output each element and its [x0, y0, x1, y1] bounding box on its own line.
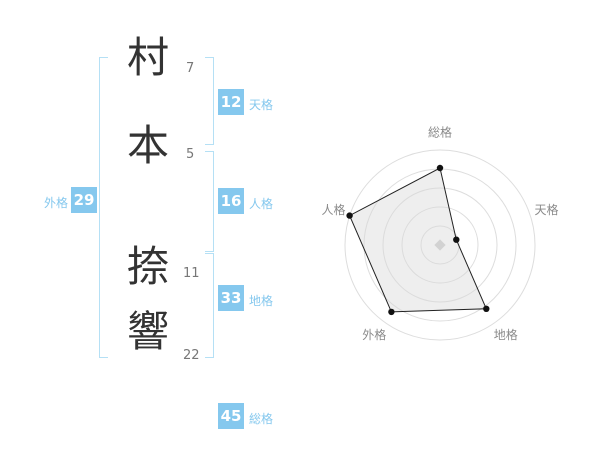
stroke-count-4: 22: [183, 348, 200, 363]
jinkaku-value-badge: 16: [218, 188, 244, 214]
tenkaku-bracket: [205, 57, 214, 145]
radar-axis-label: 地格: [494, 327, 518, 342]
soukaku-label: 総格: [249, 412, 274, 426]
jinkaku-bracket: [205, 151, 214, 252]
chikaku-bracket: [205, 253, 214, 358]
radar-ring: [382, 187, 498, 303]
jinkaku-label: 人格: [249, 197, 274, 211]
radar-point: [346, 212, 353, 219]
gaikaku-label: 外格: [44, 196, 69, 210]
gaikaku-bracket: [99, 57, 108, 358]
stroke-count-3: 11: [183, 266, 200, 281]
name-character-3: 捺: [126, 242, 169, 291]
radar-point: [436, 164, 444, 172]
radar-axis-label: 人格: [321, 202, 345, 217]
radar-point: [483, 305, 490, 312]
stroke-count-2: 5: [186, 147, 195, 162]
gaikaku-value-badge: 29: [71, 187, 97, 213]
name-character-1: 村: [126, 33, 169, 82]
radar-axis-label: 総格: [428, 125, 452, 140]
tenkaku-value-badge: 12: [218, 89, 244, 115]
radar-chart: 総格天格地格 外格 人格: [298, 113, 586, 373]
name-character-4: 響: [126, 307, 169, 356]
radar-point: [453, 236, 460, 243]
radar-polygon: [348, 167, 488, 313]
soukaku-value-badge: 45: [218, 403, 244, 429]
radar-axis-label: 天格: [534, 202, 558, 217]
radar-ring: [344, 149, 536, 341]
radar-point: [388, 308, 395, 316]
stroke-count-1: 7: [186, 61, 195, 76]
tenkaku-label: 天格: [249, 98, 274, 112]
chikaku-label: 地格: [249, 294, 274, 308]
radar-ring: [401, 206, 479, 284]
radar-axis-label: 外格: [362, 327, 386, 342]
name-character-2: 本: [126, 121, 169, 170]
chikaku-value-badge: 33: [218, 285, 244, 311]
